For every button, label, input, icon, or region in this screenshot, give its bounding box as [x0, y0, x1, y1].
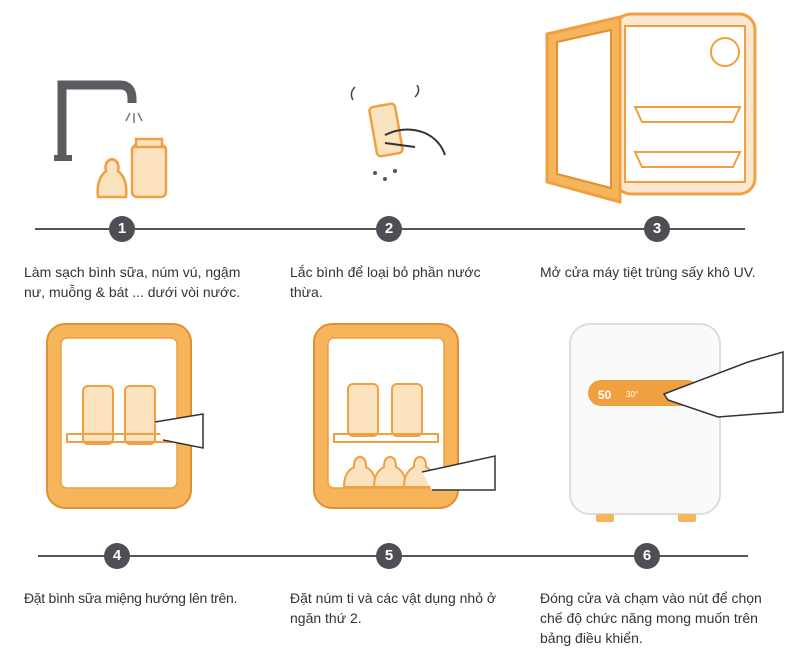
open-sterilizer-illustration [545, 12, 757, 204]
sterilizer-nipples-illustration [313, 323, 496, 509]
step-2-badge: 2 [376, 216, 402, 242]
step-6-text: Đóng cửa và chạm vào nút để chọn chế độ … [540, 590, 762, 646]
panel-temp-display: 30° [626, 390, 639, 399]
closed-sterilizer-illustration: 50 30° [568, 322, 784, 522]
step-1-text: Làm sạch bình sữa, núm vú, ngậm nư, muỗn… [24, 264, 241, 300]
panel-time-display: 50 [598, 388, 612, 402]
step-4-text: Đặt bình sữa miệng hướng lên trên. [24, 590, 238, 606]
faucet-bottles-illustration [54, 80, 168, 199]
step-5-text: Đặt núm ti và các vật dụng nhỏ ở ngăn th… [290, 590, 497, 626]
step-2-text: Lắc bình để loại bỏ phần nước thừa. [290, 264, 481, 300]
sterilizer-bottles-illustration [46, 323, 204, 509]
step-3-text: Mở cửa máy tiệt trùng sấy khô UV. [540, 264, 756, 280]
shake-bottle-illustration [350, 85, 446, 181]
step-3-badge: 3 [644, 216, 670, 242]
step-1-badge: 1 [109, 216, 135, 242]
step-4-badge: 4 [104, 543, 130, 569]
step-5-badge: 5 [376, 543, 402, 569]
step-6-badge: 6 [634, 543, 660, 569]
